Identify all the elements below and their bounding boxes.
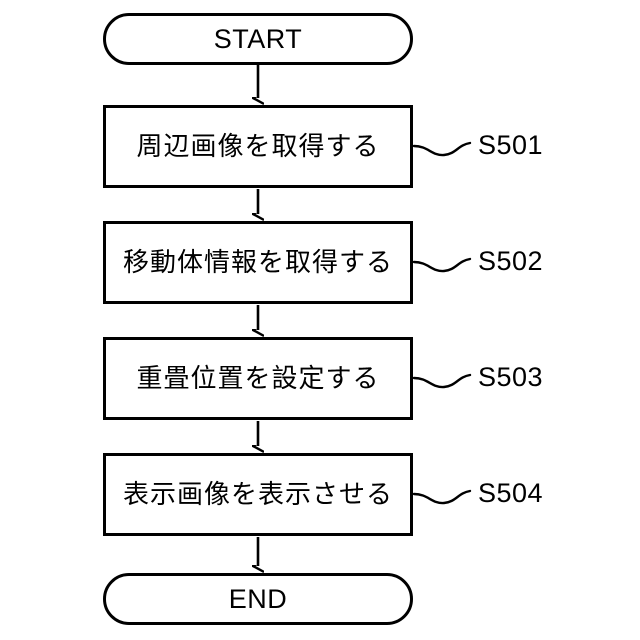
step-label-s501: S501: [478, 130, 544, 160]
step-label-s502: S502: [478, 246, 544, 276]
node-end: END: [103, 573, 413, 625]
node-step-s503-label: 重畳位置を設定する: [136, 363, 380, 394]
node-step-s501: 周辺画像を取得する: [103, 105, 413, 188]
node-step-s501-label: 周辺画像を取得する: [136, 131, 380, 162]
node-end-label: END: [228, 583, 288, 614]
node-step-s504: 表示画像を表示させる: [103, 453, 413, 536]
leader-line-s503: [412, 373, 472, 389]
leader-line-s501: [412, 141, 472, 157]
node-step-s502: 移動体情報を取得する: [103, 221, 413, 304]
step-label-s503: S503: [478, 362, 544, 392]
step-label-s504: S504: [478, 478, 544, 508]
leader-line-s502: [412, 257, 472, 273]
node-step-s502-label: 移動体情報を取得する: [122, 247, 393, 278]
node-step-s504-label: 表示画像を表示させる: [122, 479, 393, 510]
node-step-s503: 重畳位置を設定する: [103, 337, 413, 420]
node-start: START: [103, 13, 413, 65]
leader-line-s504: [412, 489, 472, 505]
node-start-label: START: [213, 23, 303, 54]
